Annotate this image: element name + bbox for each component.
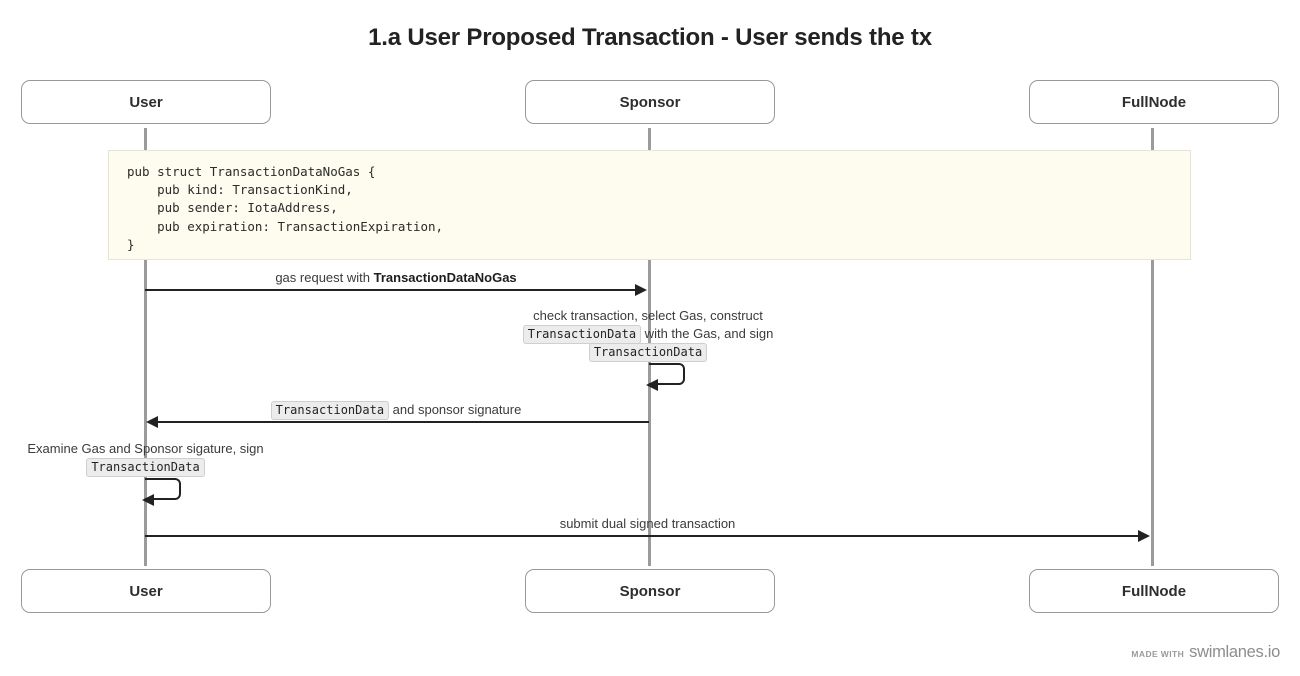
self-message-loop-sponsor: [649, 363, 685, 385]
participant-footer-sponsor-label: Sponsor: [619, 582, 681, 600]
message-arrow-submit-transaction: [145, 535, 1138, 538]
message-label-user-self: Examine Gas and Sponsor sigature, sign T…: [0, 440, 291, 477]
message-label-submit-transaction: submit dual signed transaction: [559, 516, 736, 531]
code-chip-transactiondata-user: TransactionData: [86, 458, 205, 477]
lifeline-user: [144, 128, 147, 566]
code-chip-transactiondata-b: TransactionData: [588, 343, 708, 362]
participant-footer-sponsor[interactable]: Sponsor: [525, 569, 775, 613]
message-label-sponsor-self: check transaction, select Gas, construct…: [428, 307, 868, 362]
participant-header-fullnode-label: FullNode: [1121, 93, 1187, 111]
participant-footer-fullnode-label: FullNode: [1121, 582, 1187, 600]
message-label-sponsor-self-line1: check transaction, select Gas, construct: [533, 308, 763, 323]
page-title: 1.a User Proposed Transaction - User sen…: [368, 24, 932, 51]
message-label-gas-request-prefix: gas request with: [275, 270, 374, 285]
arrowhead-user-self: [142, 493, 154, 506]
participant-footer-user[interactable]: User: [21, 569, 271, 613]
arrowhead-gas-request: [635, 283, 647, 296]
arrowhead-submit-transaction: [1138, 529, 1150, 542]
participant-header-user-label: User: [129, 93, 163, 111]
message-label-gas-request-strong: TransactionDataNoGas: [373, 270, 517, 285]
footer-brand-name: swimlanes.io: [1189, 643, 1280, 661]
self-message-loop-user: [145, 478, 181, 500]
message-arrow-transactiondata-return: [157, 421, 649, 424]
arrowhead-transactiondata-return: [146, 415, 158, 428]
footer-made-with-label: MADE WITH: [1131, 649, 1185, 659]
participant-footer-user-label: User: [129, 582, 163, 600]
participant-header-fullnode[interactable]: FullNode: [1029, 80, 1279, 124]
note-code-block: pub struct TransactionDataNoGas { pub ki…: [108, 150, 1191, 260]
message-label-sponsor-self-line2mid: with the Gas, and sign: [641, 326, 774, 341]
footer-branding[interactable]: MADE WITH swimlanes.io: [1131, 643, 1280, 662]
message-label-user-self-line1: Examine Gas and Sponsor sigature, sign: [27, 441, 264, 456]
participant-header-user[interactable]: User: [21, 80, 271, 124]
code-chip-transactiondata-return: TransactionData: [270, 401, 390, 420]
participant-footer-fullnode[interactable]: FullNode: [1029, 569, 1279, 613]
message-label-gas-request: gas request with TransactionDataNoGas: [144, 269, 648, 287]
participant-header-sponsor[interactable]: Sponsor: [525, 80, 775, 124]
arrowhead-sponsor-self: [646, 378, 658, 391]
participant-header-sponsor-label: Sponsor: [619, 93, 681, 111]
message-label-transactiondata-return-suffix: and sponsor signature: [389, 402, 522, 417]
lifeline-fullnode: [1151, 128, 1154, 566]
message-label-transactiondata-return: TransactionData and sponsor signature: [144, 401, 648, 420]
message-arrow-gas-request: [145, 289, 635, 292]
code-chip-transactiondata-a: TransactionData: [522, 325, 642, 344]
